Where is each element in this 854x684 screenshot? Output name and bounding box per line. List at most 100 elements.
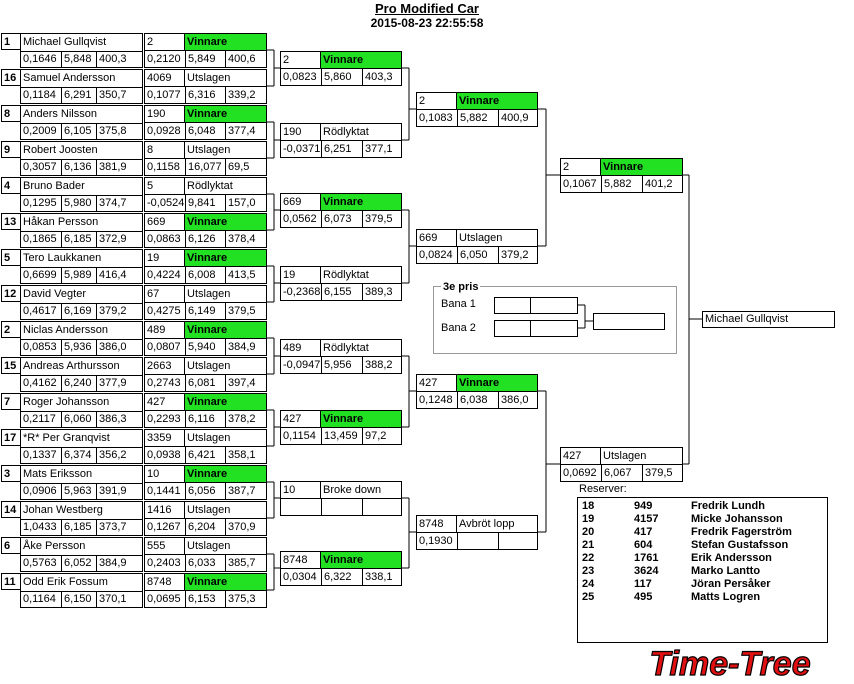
speed: 379,2 — [99, 305, 127, 317]
seed-number: 14 — [1, 501, 21, 518]
speed: 384,9 — [228, 341, 256, 353]
speed: 400,3 — [99, 53, 127, 65]
seed-number: 3 — [1, 465, 21, 482]
lane-2-label: Bana 2 — [441, 322, 476, 334]
elapsed-time: 6,050 — [458, 247, 499, 264]
reaction-time: 0,1930 — [417, 533, 458, 550]
speed: 400,9 — [501, 112, 529, 124]
reaction-time: 0,1158 — [145, 159, 186, 176]
car-number: 8748 — [417, 516, 457, 533]
speed: 350,7 — [99, 89, 127, 101]
elapsed-time — [322, 499, 363, 516]
elapsed-time: 6,116 — [186, 411, 226, 428]
seed-number: 16 — [1, 69, 21, 86]
car-number: 190 — [281, 124, 321, 141]
speed: 386,0 — [99, 341, 127, 353]
elapsed-time: 6,067 — [602, 465, 643, 482]
speed — [499, 533, 539, 550]
reserve-name: Stefan Gustafsson — [691, 539, 789, 551]
seed-number: 1 — [1, 33, 21, 50]
car-number: 669 — [417, 230, 457, 247]
racer-name: Niclas Andersson — [21, 322, 142, 340]
reserve-name: Fredrik Fagerström — [691, 526, 792, 538]
elapsed-time: 6,291 — [62, 87, 97, 104]
page-title: Pro Modified Car — [374, 1, 479, 16]
result-status: Vinnare — [185, 106, 266, 123]
third-lane-1-box — [494, 297, 578, 314]
reaction-time: 0,0692 — [561, 465, 602, 482]
speed: 379,2 — [501, 249, 529, 261]
result-status: Vinnare — [601, 159, 682, 176]
car-number: 555 — [145, 538, 185, 555]
elapsed-time: 6,149 — [186, 303, 226, 320]
speed: 377,4 — [228, 125, 256, 137]
car-number: 190 — [145, 106, 185, 123]
racer-name: Åke Persson — [21, 538, 142, 556]
seed-number: 4 — [1, 177, 21, 194]
speed: 384,9 — [99, 557, 127, 569]
elapsed-time: 5,860 — [322, 69, 363, 86]
result-status: Vinnare — [185, 214, 266, 231]
reserve-name: Micke Johansson — [691, 513, 783, 525]
car-number: 8 — [145, 142, 185, 159]
reaction-time: 0,2117 — [21, 411, 62, 428]
speed: 157,0 — [228, 197, 256, 209]
reserve-car: 949 — [634, 500, 653, 512]
speed: 386,0 — [501, 394, 529, 406]
reserve-number: 24 — [582, 578, 595, 590]
result-status: Utslagen — [185, 358, 266, 375]
result-status: Utslagen — [185, 286, 266, 303]
reaction-time: 0,1267 — [145, 519, 186, 536]
elapsed-time: 6,204 — [186, 519, 226, 536]
speed: 370,9 — [228, 521, 256, 533]
reaction-time: 0,5763 — [21, 555, 62, 572]
reaction-time: 0,1248 — [417, 392, 458, 409]
seed-number: 8 — [1, 105, 21, 122]
result-status: Broke down — [321, 482, 401, 499]
elapsed-time: 5,980 — [62, 195, 97, 212]
reserve-car: 1761 — [634, 552, 659, 564]
car-number: 10 — [281, 482, 321, 499]
reaction-time: 0,2293 — [145, 411, 186, 428]
speed — [363, 499, 403, 516]
car-number: 2 — [561, 159, 601, 176]
reaction-time: -0,2368 — [281, 284, 322, 301]
elapsed-time: 6,033 — [186, 555, 226, 572]
reaction-time: 0,4617 — [21, 303, 62, 320]
reaction-time: 0,4224 — [145, 267, 186, 284]
speed: 373,7 — [99, 521, 127, 533]
racer-name: Anders Nilsson — [21, 106, 142, 124]
elapsed-time: 6,073 — [322, 211, 363, 228]
speed: 378,2 — [228, 413, 256, 425]
elapsed-time: 16,077 — [186, 159, 226, 176]
reaction-time: 0,0807 — [145, 339, 186, 356]
car-number: 2 — [281, 52, 321, 69]
racer-name: David Vegter — [21, 286, 142, 304]
car-number: 427 — [561, 448, 601, 465]
reaction-time: 0,1295 — [21, 195, 62, 212]
speed: 386,3 — [99, 413, 127, 425]
reaction-time: 0,0823 — [281, 69, 322, 86]
seed-number: 9 — [1, 141, 21, 158]
seed-number: 12 — [1, 285, 21, 302]
speed: 400,6 — [228, 53, 256, 65]
reaction-time: 0,1646 — [21, 51, 62, 68]
third-lane-2-box — [494, 320, 578, 337]
seed-number: 6 — [1, 537, 21, 554]
speed: 388,2 — [365, 359, 393, 371]
seed-number: 15 — [1, 357, 21, 374]
result-status: Rödlyktat — [321, 124, 401, 141]
elapsed-time — [458, 533, 499, 550]
